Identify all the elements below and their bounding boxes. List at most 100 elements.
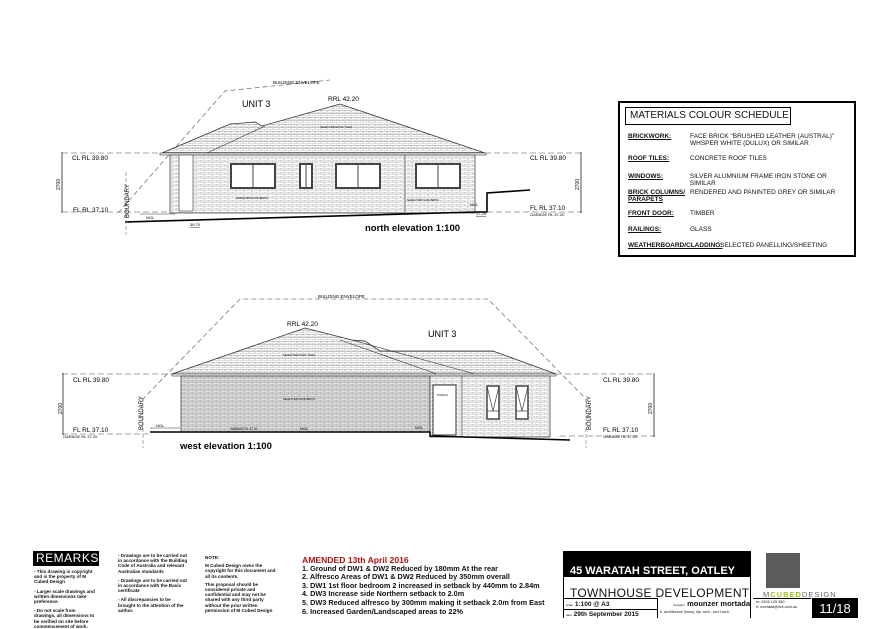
floor-level-left: FL RL 37.10 bbox=[73, 427, 109, 434]
amendments-title: AMENDED 13th April 2016 bbox=[302, 555, 409, 565]
windows bbox=[230, 163, 461, 189]
remark: - Drawings are to be carried out in acco… bbox=[118, 553, 188, 574]
dimension-label: 2700 bbox=[56, 179, 62, 190]
phone: m: 0405 125 350 bbox=[756, 600, 785, 604]
floor-level-right: FL RL 37.10 bbox=[603, 427, 639, 434]
brick-note: SELECTED FACE BRICK bbox=[283, 397, 315, 401]
logo-design: DESIGN bbox=[801, 590, 837, 599]
date-value: 29th September 2015 bbox=[573, 611, 639, 618]
garage-level: GARAGE RL 37.20 bbox=[530, 212, 565, 217]
material-label: BRICK COLUMNS/ PARAPETS bbox=[628, 189, 686, 203]
remark: - All discrepancies to be brought to the… bbox=[118, 597, 184, 613]
amendment-item: 6. Increased Garden/Landscaped areas to … bbox=[302, 606, 464, 616]
remark: - Larger scale drawings and written dime… bbox=[34, 588, 95, 605]
west-elevation: BUILDING ENVELOPE UNIT 3 RRL 42.20 SELEC… bbox=[58, 294, 655, 452]
material-value: CONCRETE ROOF TILES bbox=[690, 155, 767, 162]
materials-title: MATERIALS COLOUR SCHEDULE bbox=[625, 107, 791, 125]
ngl-label: NGL bbox=[415, 425, 424, 430]
material-row: BRICKWORK:FACE BRICK "BRUSHED LEATHER (A… bbox=[628, 133, 834, 147]
material-label: ROOF TILES: bbox=[628, 155, 670, 162]
logo-square bbox=[766, 553, 800, 588]
building-envelope-label: BUILDING ENVELOPE bbox=[318, 294, 365, 299]
designer-name: mounzer mortada bbox=[687, 599, 750, 608]
note: This proposal should be considered priva… bbox=[205, 581, 273, 613]
roof-note: SELECTED ROOF TILES bbox=[283, 353, 315, 357]
brick-note: SELECTED FACE BRICK bbox=[236, 196, 268, 200]
contact-details: m: 0405 125 350 e: mortada@live.com.au bbox=[753, 598, 811, 618]
materials-colour-schedule: MATERIALS COLOUR SCHEDULE BRICKWORK:FACE… bbox=[618, 101, 856, 257]
porch-opening bbox=[178, 154, 194, 212]
address: 45 WARATAH STREET, OATLEY bbox=[563, 551, 751, 577]
material-label: FRONT DOOR: bbox=[628, 210, 674, 217]
ngl-label: NGL bbox=[156, 423, 165, 428]
sheet-number: 11/18 bbox=[812, 598, 858, 618]
boundary-label: BOUNDARY bbox=[587, 396, 593, 430]
designer-qualifications: b. architecture (hons), dip. arch., cert… bbox=[660, 610, 730, 614]
material-label: BRICKWORK: bbox=[628, 133, 672, 140]
ceiling-level-left: CL RL 39.80 bbox=[73, 377, 109, 384]
designer-label: designer bbox=[673, 603, 685, 607]
amendment-item: 4. DW3 Increase side Northern setback to… bbox=[302, 589, 465, 599]
elevation-title: north elevation 1:100 bbox=[365, 223, 460, 234]
ceiling-level-right: CL RL 39.80 bbox=[603, 377, 639, 384]
ngl-label: NGL bbox=[300, 426, 309, 431]
unit-label: UNIT 3 bbox=[242, 99, 270, 109]
material-row: WEATHERBOARD/CLADDING:SELECTED PANELLING… bbox=[628, 242, 827, 249]
logo-m: M bbox=[763, 590, 771, 599]
material-row: FRONT DOOR: TIMBER bbox=[628, 210, 715, 217]
material-value: TIMBER bbox=[690, 210, 715, 217]
building-envelope-label: BUILDING ENVELOPE bbox=[273, 80, 320, 85]
dimension-label: 2700 bbox=[58, 403, 64, 414]
garage-level: GARAGE RL 37.20 bbox=[603, 434, 638, 439]
ceiling-level-left: CL RL 39.80 bbox=[72, 155, 108, 162]
material-label: WINDOWS: bbox=[628, 173, 664, 180]
material-value: SELECTED PANELLING/SHEETING bbox=[720, 242, 828, 249]
amendment-item: 2. Alfresco Areas of DW1 & DW2 Reduced b… bbox=[302, 572, 510, 582]
material-label: WEATHERBOARD/CLADDING: bbox=[628, 242, 723, 249]
remarks-col-1: - This drawing is copyright and is the p… bbox=[34, 569, 96, 629]
roof bbox=[171, 327, 557, 375]
remark: - Do not scale from drawings, all dimens… bbox=[34, 608, 95, 629]
material-row: WINDOWS: SILVER ALUMNIUM FRAME IRON STONE… bbox=[628, 173, 854, 187]
note: M Cubed Design owns the copyright for th… bbox=[205, 563, 276, 579]
roof-note: SELECTED ROOF TILES bbox=[320, 125, 352, 129]
note-title: NOTE: bbox=[205, 555, 220, 560]
ground-level: 37.20 bbox=[476, 211, 487, 216]
ridge-level: RRL 42.20 bbox=[328, 96, 359, 103]
ceiling-level-right: CL RL 39.80 bbox=[530, 155, 566, 162]
material-row: RAILINGS: GLASS bbox=[628, 226, 712, 233]
building-envelope-line bbox=[117, 79, 331, 214]
ngl-label: NGL bbox=[470, 202, 479, 207]
amendment-item: 5. DW3 Reduced alfresco by 300mm making … bbox=[302, 597, 545, 607]
amendments: AMENDED 13th April 2016 1. Ground of DW1… bbox=[302, 556, 545, 616]
floor-level-right: FL RL 37.10 bbox=[530, 205, 566, 212]
remarks-title: REMARKS: bbox=[33, 551, 102, 566]
material-label: RAILINGS: bbox=[628, 226, 662, 233]
scale-label: scale bbox=[566, 603, 574, 607]
amendment-item: 1. Ground of DW1 & DW2 Reduced by 180mm … bbox=[302, 563, 498, 573]
material-row: ROOF TILES: CONCRETE ROOF TILES bbox=[628, 155, 767, 162]
material-value: SILVER ALUMNIUM FRAME IRON STONE OR SIMI… bbox=[689, 173, 827, 187]
scale-value: 1:100 @ A3 bbox=[574, 601, 610, 608]
building-envelope-line bbox=[141, 298, 586, 401]
designer: designer mounzer mortada bbox=[660, 599, 750, 608]
brick-note: SELECTED FACE BRICK bbox=[407, 198, 439, 202]
north-elevation: BUILDING ENVELOPE UNIT 3 RRL 42.20 SELEC… bbox=[56, 79, 582, 235]
project-name: TOWNHOUSE DEVELOPMENT bbox=[570, 586, 750, 600]
logo: MCUBEDDESIGN bbox=[763, 590, 837, 599]
elevation-title: west elevation 1:100 bbox=[179, 441, 272, 452]
unit-label: UNIT 3 bbox=[428, 329, 456, 339]
date-field: date 29th September 2015 bbox=[563, 609, 658, 618]
ground-line bbox=[150, 431, 571, 441]
wall bbox=[180, 375, 431, 433]
dimension-label: 2700 bbox=[648, 403, 654, 414]
material-value: GLASS bbox=[690, 226, 712, 233]
amendment-item: 3. DW1 1st floor bedroom 2 increased in … bbox=[302, 580, 540, 590]
ground-level: 36.70 bbox=[190, 222, 201, 227]
front-door bbox=[432, 384, 457, 436]
ridge-level: RRL 42.20 bbox=[287, 321, 318, 328]
boundary-label: BOUNDARY bbox=[139, 396, 145, 430]
remark: - Drawings are to be carried out in acco… bbox=[118, 577, 187, 594]
